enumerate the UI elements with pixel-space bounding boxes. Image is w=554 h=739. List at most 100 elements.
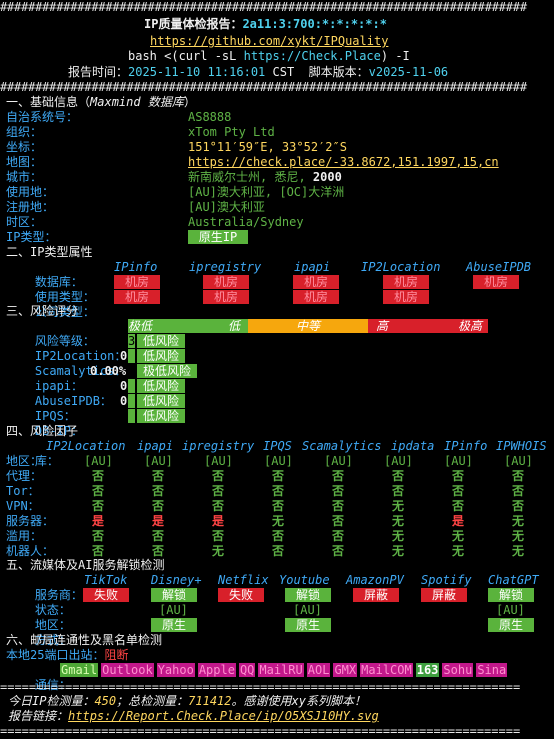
risk-score-ip2location: 3 — [128, 334, 136, 348]
factor-row: VPN：否否否否否无否否 — [6, 499, 554, 514]
factor-cell: [AU] — [264, 454, 293, 468]
factor-cell: 无 — [512, 514, 525, 528]
separator: ########################################… — [0, 80, 527, 94]
iptype-label: IP类型： — [6, 230, 57, 244]
svc-spotify: Spotify — [421, 573, 472, 587]
media-service-label: 服务商： — [34, 588, 83, 602]
footer-separator-bottom: ========================================… — [0, 724, 520, 739]
factor-cell: 否 — [272, 529, 285, 543]
factor-cell: [AU] — [324, 454, 353, 468]
factor-cell: [AU] — [504, 454, 533, 468]
title-separator-top: ########################################… — [0, 0, 527, 15]
org-label: 组织： — [6, 125, 43, 139]
run-command: bash <(curl -sL https://Check.Place) -I — [128, 49, 410, 64]
registered-region-label: 注册地： — [6, 200, 55, 214]
company-ipregistry-badge: 机房 — [203, 290, 249, 304]
iptype-badge: 原生IP — [188, 230, 248, 244]
repo-url[interactable]: https://github.com/xykt/IPQuality — [150, 34, 389, 48]
usage-region-label: 使用地： — [6, 185, 55, 199]
report-time-value: 2025-11-10 11:16:01 — [128, 65, 266, 79]
db-ipinfo: IPinfo — [114, 260, 158, 274]
factor-cell: 无 — [452, 529, 465, 543]
today-count-value: 450 — [94, 694, 117, 708]
report-link-label: 报告链接： — [8, 709, 69, 723]
section-mail-header: 六、邮局连通性及黑名单检测 — [6, 633, 162, 648]
factor-cell: 否 — [92, 469, 105, 483]
factor-row-label: 代理： — [6, 469, 43, 483]
media-status-label: 状态： — [34, 603, 71, 617]
risk-row-ip2location: IP2Location： 3 低风险 — [6, 334, 554, 363]
db-ipapi: ipapi — [294, 260, 331, 274]
report-title-prefix: IP质量体检报告： — [144, 17, 243, 31]
status-tiktok-badge: 失败 — [83, 588, 129, 602]
footer-separator: ========================================… — [0, 680, 520, 695]
cmd-part-a: bash <(curl -sL — [128, 49, 244, 63]
db-ip2location: IP2Location — [361, 260, 441, 274]
region-disney: [AU] — [159, 603, 188, 617]
factors-lib-row: 库： IP2Location ipapi ipregistry IPQS Sca… — [6, 439, 554, 468]
section-media-title: 五、流媒体及AI服务解锁检测 — [6, 558, 165, 572]
coord-label: 坐标： — [6, 140, 43, 154]
coord-value: 151°11′59″E, 33°52′2″S — [188, 140, 347, 154]
lib-ip2location: IP2Location — [46, 439, 126, 453]
lib-ipwhois: IPWHOIS — [496, 439, 547, 453]
lib-ipinfo: IPinfo — [444, 439, 488, 453]
risk-score-ipqs: 0 — [120, 394, 128, 408]
usage-ipinfo-badge: 机房 — [114, 275, 160, 289]
report-link[interactable]: https://Report.Check.Place/ip/O5XSJ10HY.… — [68, 709, 379, 723]
risk-label-scamalytics: Scamalytics： — [34, 364, 127, 378]
risk-bar-ipqs — [128, 394, 135, 408]
factor-cell: 否 — [212, 469, 225, 483]
factor-cell: 无 — [392, 529, 405, 543]
mail-provider-badge: Outlook — [101, 663, 154, 677]
factor-cell: 否 — [212, 499, 225, 513]
mail-provider-badge: AOL — [306, 663, 331, 677]
separator: ########################################… — [0, 0, 527, 14]
iptype-usage-row: 使用类型： 机房 机房 机房 机房 机房 — [6, 275, 554, 304]
mail-port-value: 阻断 — [104, 648, 129, 662]
factor-cell: 否 — [272, 469, 285, 483]
report-ip: 2a11:3:700:*:*:*:*:* — [242, 17, 387, 31]
factor-cell: 否 — [92, 529, 105, 543]
risk-level-high-text: 高 — [376, 319, 389, 333]
asn-label: 自治系统号： — [6, 110, 79, 124]
factor-cell: 否 — [452, 484, 465, 498]
factor-cell: 否 — [92, 544, 105, 558]
section-risk-header: 三、风险评分 — [6, 304, 78, 319]
script-version-value: v2025-11-06 — [368, 65, 449, 79]
timezone-value: Australia/Sydney — [188, 215, 304, 229]
risk-level-low: 低 — [228, 319, 248, 333]
map-link[interactable]: https://check.place/-33.8672,151.1997,15… — [188, 155, 499, 169]
risk-row-ipqs: IPQS： 0 低风险 — [6, 394, 554, 423]
risk-label-dbip: DB-IP： — [34, 424, 84, 438]
risk-level-medium: 中等 — [248, 319, 368, 333]
lib-ipapi: ipapi — [137, 439, 174, 453]
report-title: IP质量体检报告：2a11:3:700:*:*:*:*:* — [144, 17, 387, 32]
method-youtube-badge: 原生 — [285, 618, 331, 632]
factor-cell: 否 — [392, 469, 405, 483]
section-media-header: 五、流媒体及AI服务解锁检测 — [6, 558, 164, 573]
factor-row-label: 地区： — [6, 454, 43, 468]
method-disney-badge: 原生 — [151, 618, 197, 632]
mail-provider-badge: GMX — [333, 663, 358, 677]
risk-label-ipapi: ipapi： — [34, 379, 84, 393]
factor-cell: 无 — [512, 544, 525, 558]
company-ip2location-badge: 机房 — [383, 290, 429, 304]
svc-youtube: Youtube — [279, 573, 330, 587]
factor-row-label: 滥用： — [6, 529, 43, 543]
map-label: 地图： — [6, 155, 43, 169]
db-abuseipdb: AbuseIPDB — [466, 260, 532, 274]
risk-level-medium-text: 中等 — [295, 319, 320, 333]
cmd-url: https://Check.Place — [243, 49, 381, 63]
asn-row: 自治系统号：AS8888 — [6, 110, 231, 125]
section-mail-title: 六、邮局连通性及黑名单检测 — [6, 633, 163, 647]
factor-cell: 否 — [512, 499, 525, 513]
registered-region-value: [AU]澳大利亚 — [188, 200, 265, 214]
timezone-label: 时区： — [6, 215, 43, 229]
factor-cell: 无 — [212, 544, 225, 558]
factor-cell: 无 — [392, 514, 405, 528]
media-region-row: 地区： [AU] [AU] [AU] — [6, 603, 554, 632]
repo-link[interactable]: https://github.com/xykt/IPQuality — [150, 34, 388, 49]
report-time-label: 报告时间： — [68, 65, 129, 79]
